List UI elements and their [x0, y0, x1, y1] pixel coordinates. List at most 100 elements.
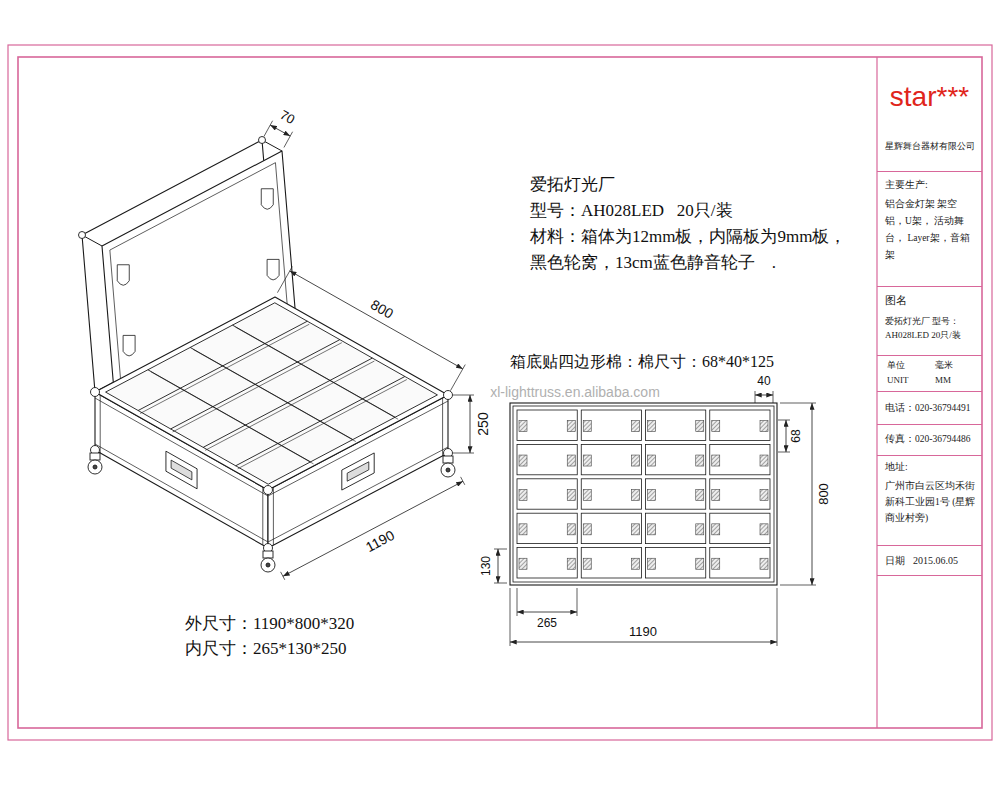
foam-pad — [519, 558, 527, 569]
foam-pad — [567, 455, 575, 466]
foam-pad — [632, 489, 640, 500]
compartment — [517, 410, 577, 440]
foam-pad — [712, 421, 720, 432]
compartment — [710, 479, 770, 509]
compartment — [646, 410, 706, 440]
date-label: 日期 — [885, 554, 905, 567]
compartment — [710, 513, 770, 543]
outer-size: 外尺寸：1190*800*320 — [185, 614, 354, 634]
unit-cell: 单位毫米UNITMM — [877, 356, 982, 392]
dimension-value: 250 — [475, 412, 491, 435]
inner-frame — [18, 57, 982, 728]
edge-trim — [442, 398, 443, 456]
partition — [203, 358, 372, 447]
compartment — [710, 548, 770, 578]
foam-pad — [760, 524, 768, 535]
caster-bracket — [90, 453, 100, 460]
foam-pad — [760, 558, 768, 569]
handle-grip — [347, 462, 369, 481]
foam-pad — [519, 524, 527, 535]
edge-trim — [262, 487, 263, 545]
extension-line — [510, 588, 511, 646]
foam-pad — [648, 489, 656, 500]
unit-value: 毫米 — [935, 360, 953, 372]
partition — [235, 327, 398, 419]
lid-pocket — [117, 265, 129, 286]
cell-heading: 地址: — [885, 461, 908, 473]
case-rim — [95, 297, 448, 490]
dimension-value: 130 — [480, 556, 494, 576]
foam-pad — [583, 421, 591, 432]
extension-line — [284, 132, 293, 148]
handle-plate — [342, 453, 374, 490]
cell-heading: 主要生产: — [885, 178, 928, 191]
partition — [138, 321, 307, 410]
foam-pad — [648, 558, 656, 569]
foam-note: 箱底贴四边形棉：棉尺寸：68*40*125 — [510, 353, 774, 371]
caster-hub — [266, 563, 270, 567]
caster-wheel — [261, 558, 275, 572]
compartment — [646, 548, 706, 578]
extension-line — [494, 549, 507, 550]
phone-number: 电话：020-36794491 — [885, 402, 970, 414]
logo-cell: star***星辉舞台器材有限公司 — [877, 57, 982, 172]
foam-pad — [696, 558, 704, 569]
caster-hub — [446, 468, 450, 472]
compartment — [581, 479, 641, 509]
fax-cell: 传真：020-36794486 — [877, 425, 982, 456]
partition — [171, 340, 340, 429]
foam-pad — [632, 558, 640, 569]
plan-outline — [510, 403, 777, 585]
unit-label: 单位 — [887, 360, 905, 372]
watermark: xl-lighttruss.en.alibaba.com — [490, 384, 660, 400]
foam-pad — [696, 524, 704, 535]
extension-line — [453, 395, 474, 396]
dimension-line — [786, 420, 787, 452]
corner-ball — [444, 391, 453, 400]
compartment — [646, 444, 706, 474]
dimension-value: 40 — [757, 375, 770, 389]
extension-line — [264, 121, 273, 137]
dimension-line — [283, 481, 463, 576]
dimension-value: 68 — [790, 429, 804, 442]
case-opening — [106, 303, 438, 484]
caster-bracket — [263, 551, 273, 558]
dimension-line — [290, 271, 463, 369]
lid-pocket — [261, 189, 273, 210]
foam-pad — [632, 455, 640, 466]
dimension-value: 800 — [817, 483, 832, 505]
foam-pad — [583, 524, 591, 535]
foam-pad — [583, 455, 591, 466]
foam-pad — [648, 421, 656, 432]
foam-pad — [567, 524, 575, 535]
company-logo: star*** — [877, 79, 982, 115]
caster-bracket — [443, 456, 453, 463]
corner-ball — [264, 486, 273, 495]
handle-plate — [166, 451, 197, 489]
caster-hub — [93, 465, 97, 469]
edge-trim — [95, 444, 268, 542]
foam-pad — [519, 421, 527, 432]
plan-inner-outline — [513, 406, 774, 582]
flight-case-drawing — [79, 121, 817, 646]
foam-pad — [567, 489, 575, 500]
extension-line — [778, 452, 790, 453]
compartment — [517, 479, 577, 509]
lid-pocket — [267, 259, 279, 280]
compartment — [710, 444, 770, 474]
edge-trim — [273, 487, 274, 545]
extension-line — [453, 453, 474, 454]
corner-ball — [91, 388, 100, 397]
foam-pad — [760, 455, 768, 466]
unit-label: UNIT — [887, 375, 909, 387]
compartment — [581, 444, 641, 474]
handle-grip — [171, 460, 192, 480]
foam-pad — [632, 421, 640, 432]
foam-pad — [648, 524, 656, 535]
foam-pad — [712, 489, 720, 500]
foam-pad — [583, 489, 591, 500]
compartment — [581, 513, 641, 543]
case-plan-view — [510, 403, 777, 585]
dimension-line — [517, 612, 577, 613]
